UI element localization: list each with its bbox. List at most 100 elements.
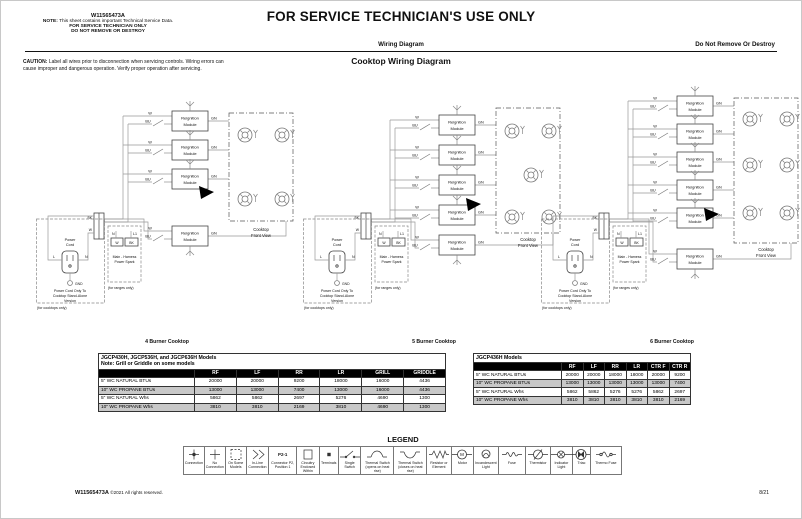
cell-value: 7400 [277,385,321,395]
burner-icon [274,191,295,207]
svg-text:L: L [53,255,55,259]
svg-text:Module: Module [183,151,197,156]
svg-text:W: W [89,228,93,232]
svg-text:Power: Power [570,238,581,242]
power-plug-icon [61,250,79,274]
svg-text:W: W [653,181,657,185]
diagram-caption: 4 Burner Cooktop [145,339,189,345]
svg-text:GND: GND [342,282,350,286]
svg-text:Power Spark: Power Spark [381,260,401,264]
svg-text:W: W [415,236,419,240]
legend-title: LEGEND [387,435,419,444]
single-switch-icon [337,448,363,461]
svg-text:M: M [461,452,465,457]
svg-text:BU: BU [412,214,418,218]
svg-text:Power Cord Only To: Power Cord Only To [321,289,353,293]
legend-item-label: Connector P2, Position 1 [271,461,295,470]
legend-item-label: Motor [457,461,467,465]
svg-text:L: L [320,255,322,259]
legend-item-label: Indicator Light [554,461,569,470]
svg-text:GN: GN [716,214,722,218]
svg-text:(for ranges only): (for ranges only) [375,286,400,290]
ground-icon [185,101,195,111]
svg-text:Reignition: Reignition [181,231,199,236]
cell-value: 13000 [194,385,237,395]
legend-item-label: Terminals [321,461,337,465]
header-left: W11565473A NOTE: This sheet contains imp… [23,13,193,34]
cell-value: 20000 [582,370,605,380]
svg-text:W: W [653,153,657,157]
svg-text:Cord: Cord [571,243,579,247]
legend-item-indicator-light: Indicator Light [548,446,574,476]
svg-text:N: N [379,232,382,236]
svg-text:(for cooktops only): (for cooktops only) [37,306,67,310]
doc-number: W11565473A [91,13,125,19]
svg-text:Power Spark: Power Spark [619,260,639,264]
svg-text:Cord: Cord [66,243,74,247]
svg-text:W: W [356,228,360,232]
svg-text:(for ranges only): (for ranges only) [613,286,638,290]
legend-item-label: Incandescent Light [475,461,497,470]
indicator-light-icon [548,448,574,461]
column-header: LF [582,361,605,372]
legend-item-label: Thermistor [529,461,547,465]
column-header: RF [561,361,584,372]
cell-value: 5276 [625,387,648,397]
svg-text:W: W [148,170,152,174]
cell-value: 4436 [403,377,446,387]
resistor-icon [426,448,452,461]
legend-item-thermistor: Thermistor [525,446,551,476]
svg-text:GN: GN [716,158,722,162]
burner-icon [742,157,763,173]
svg-text:Module: Module [688,163,702,168]
svg-text:BU: BU [412,124,418,128]
pointer-arrow-icon [199,186,214,199]
cell-value: 4436 [403,385,446,395]
svg-text:Module: Module [450,246,464,251]
svg-text:Front View: Front View [518,243,539,248]
burner-icon [523,167,544,183]
row-label: 10" WC PROPANE Whs [473,395,562,406]
legend-item-triac: Triac [571,446,592,476]
svg-text:GN: GN [716,186,722,190]
svg-text:W: W [115,241,119,245]
cell-value: 13000 [604,378,627,389]
svg-text:BU: BU [650,105,656,109]
on-some-models-icon [223,448,249,461]
cell-value: 1300 [403,394,446,404]
row-label: 10" WC PROPANE Whs [98,402,195,412]
burner-icon [742,205,763,221]
svg-text:Cooktop Stand-Alone: Cooktop Stand-Alone [320,294,354,298]
pointer-arrow-icon [704,208,719,221]
svg-text:Reignition: Reignition [686,129,704,134]
wiring-schematic: WBUGNReignitionModuleWBUGNReignitionModu… [541,86,800,310]
legend-item-thermal-switch-open: Thermal Switch (opens on heat rise) [360,446,395,476]
cell-value: 3810 [319,402,363,412]
svg-text:W: W [653,209,657,213]
column-header: RR [604,361,627,372]
fuse-icon [499,448,525,461]
cell-value: 3810 [604,395,627,406]
terminals-icon [316,448,342,461]
svg-text:Module: Module [450,126,464,131]
svg-text:Module: Module [450,216,464,221]
svg-text:Main - Harness: Main - Harness [113,255,137,259]
svg-text:Cooktop Stand-Alone: Cooktop Stand-Alone [53,294,87,298]
svg-text:Front View: Front View [251,233,272,238]
svg-text:W: W [415,116,419,120]
svg-text:Module: Module [183,237,197,242]
svg-text:Front View: Front View [756,253,777,258]
cell-value: 4690 [361,402,405,412]
note-label: NOTE: [42,19,58,24]
cell-value: 2169 [277,402,321,412]
column-header: GRIDDLE [403,368,446,378]
svg-text:Module: Module [688,135,702,140]
